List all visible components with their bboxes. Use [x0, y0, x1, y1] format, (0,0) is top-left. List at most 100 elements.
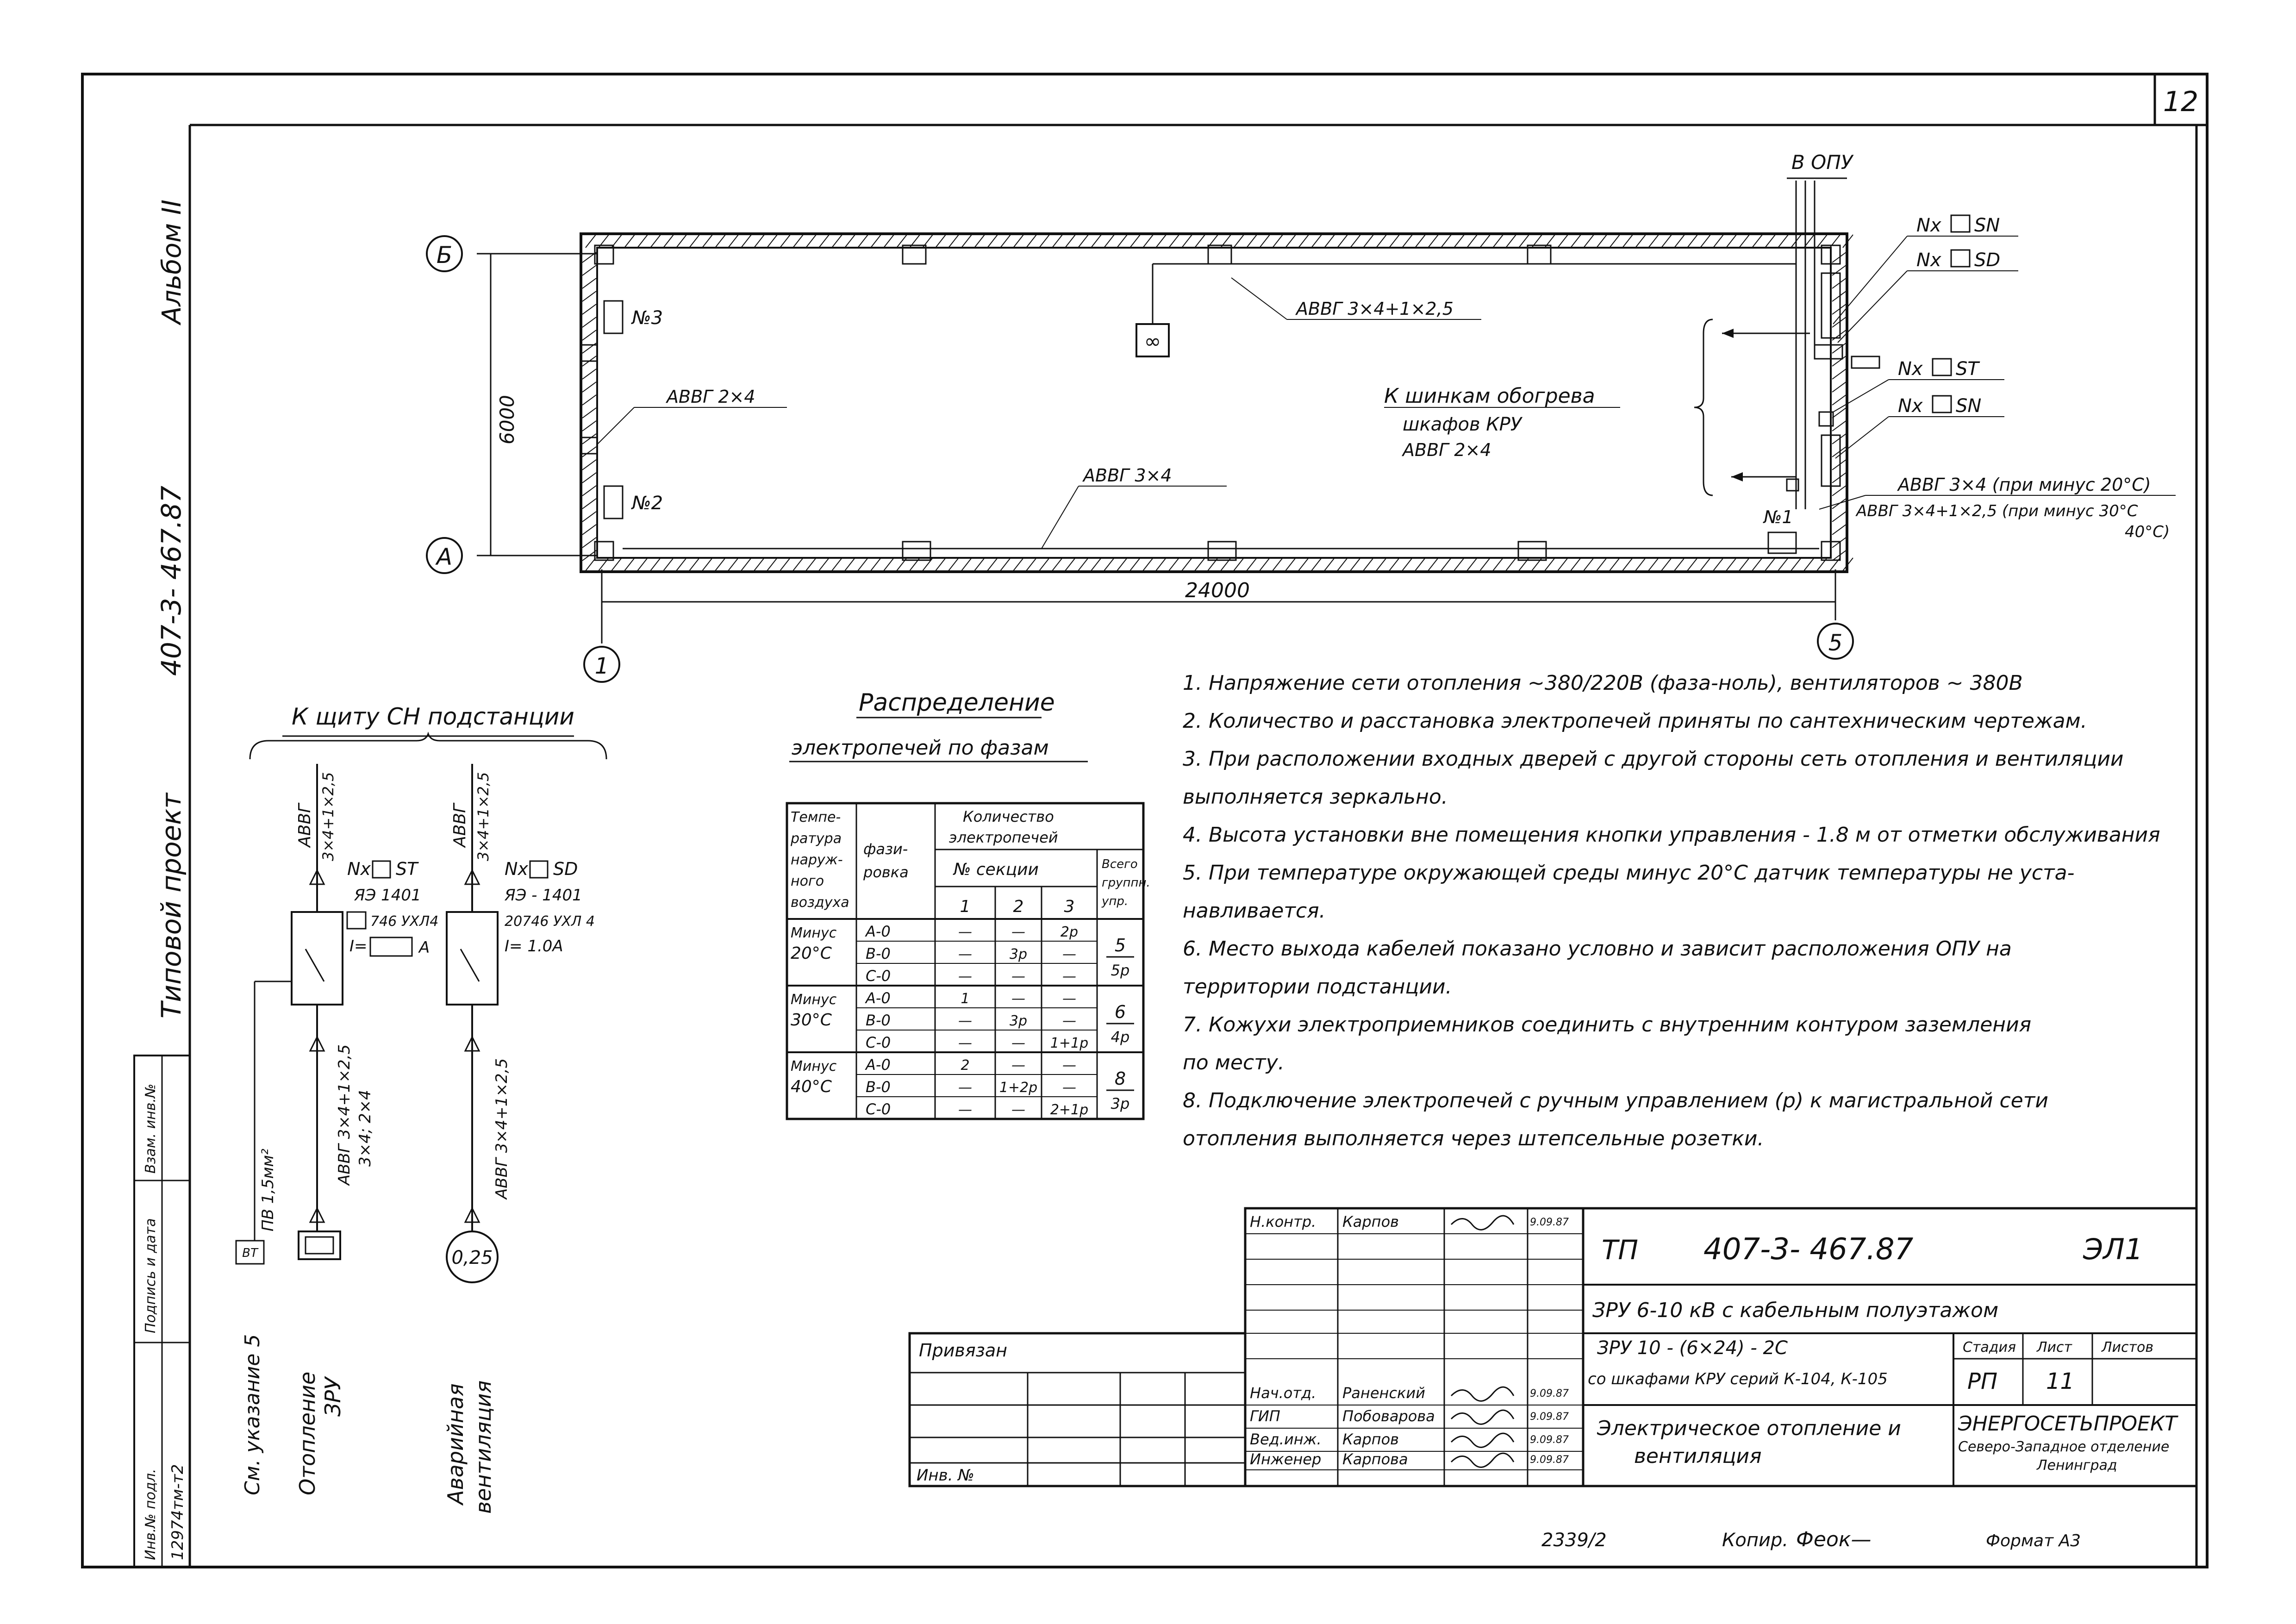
sig-name-1: Раненский [1342, 1384, 1425, 1402]
scheme-load-cable-2: 3×4; 2×4 [356, 1090, 374, 1167]
axis-a-bubble [426, 537, 463, 574]
list-label: Лист [2036, 1339, 2073, 1355]
to-opu-label: В ОПУ [1791, 151, 1854, 174]
scheme-load-cable-1: АВВГ 3×4+1×2,5 [335, 1044, 354, 1186]
sheet-number-box [2153, 73, 2209, 126]
axis-a-label: А [435, 543, 452, 570]
note-line-6: навливается. [1183, 899, 1326, 923]
heating-load [298, 1230, 341, 1260]
tp-label: ТП [1602, 1234, 1638, 1266]
th-temp-0: Темпе- [791, 809, 841, 825]
th-temp-3: ного [791, 873, 824, 889]
note-line-12: отопления выполняется через штепсельные … [1183, 1127, 1764, 1150]
td-c2-0-2: — [1011, 968, 1025, 985]
sig-role-3: Вед.инж. [1250, 1430, 1322, 1448]
org-sub-2: Ленинград [2036, 1457, 2117, 1474]
th-total-2: упр. [1101, 894, 1128, 908]
title-block: Привязан Инв. № ТП 407-3- 467.87 ЭЛ1 ЗРУ… [908, 1207, 2198, 1487]
table-outline [786, 802, 1145, 1120]
note-line-1: 2. Количество и расстановка электропечей… [1183, 709, 2087, 733]
sig-name-3: Карпов [1342, 1430, 1399, 1448]
th-temp-2: наруж- [791, 852, 843, 868]
footer-kopir: Копир. [1722, 1530, 1788, 1551]
power-scheme: К щиту СН подстанции АВВГ 3×4+1×2,5 ВТ П… [235, 703, 607, 1514]
td-ph-2-2: С-0 [866, 1100, 891, 1118]
axis-5-label: 5 [1828, 630, 1843, 656]
td-ph-0-2: С-0 [866, 967, 891, 985]
scheme-spec1: 746 УХЛ4 [370, 913, 438, 930]
td-c3-0-2: — [1062, 968, 1076, 985]
td-c1-0-2: — [958, 968, 972, 985]
td-c1-1-0: 1 [961, 991, 969, 1007]
scheme-cable-a-spec: 3×4+1×2,5 [319, 772, 337, 861]
td-ph-0-1: В-0 [866, 945, 891, 962]
td-ph-1-0: А-0 [865, 989, 891, 1007]
td-temp-0-1: 20°С [791, 944, 832, 963]
td-temp-2-1: 40°С [791, 1077, 832, 1096]
sig-date-3: 9.09.87 [1530, 1434, 1569, 1446]
td-c1-1-1: — [958, 1013, 972, 1029]
td-temp-0-0: Минус [791, 925, 837, 941]
stamp-label-vzam: Взам. инв.№ [143, 1084, 159, 1174]
switch-box-a [291, 911, 343, 1006]
td-c1-2-1: — [958, 1080, 972, 1096]
sig-name-4: Карпова [1342, 1450, 1408, 1468]
axis-b-bubble [426, 235, 463, 272]
label-heating-1: Отопление [295, 1372, 320, 1495]
td-ph-2-1: В-0 [866, 1078, 891, 1096]
fan-symbol [1136, 323, 1170, 357]
td-c2-1-0: — [1011, 991, 1025, 1007]
td-total-2: 8 [1115, 1068, 1126, 1089]
scheme-nx1: Nx [347, 859, 371, 879]
td-c2-2-2: — [1011, 1102, 1025, 1118]
sig-date-0: 9.09.87 [1530, 1217, 1569, 1228]
footer-kopir-signature: Феок— [1796, 1528, 1871, 1551]
svg-text:∞: ∞ [1144, 330, 1161, 353]
signature-0 [1450, 1215, 1515, 1230]
td-c1-0-1: — [958, 946, 972, 962]
td-total-r-2: 3р [1111, 1095, 1130, 1112]
scheme-i1-unit: А [418, 938, 430, 957]
scheme-vent-cable: АВВГ 3×4+1×2,5 [493, 1058, 511, 1200]
scheme-ya2: ЯЭ - 1401 [504, 886, 582, 905]
th-phase-0: фази- [863, 840, 908, 858]
td-ph-1-1: В-0 [866, 1012, 891, 1029]
td-c3-0-1: — [1062, 946, 1076, 962]
object-sub-2: со шкафами КРУ серий К-104, К-105 [1588, 1370, 1888, 1388]
td-c3-2-2: 2+1р [1050, 1102, 1088, 1118]
axis-1-bubble [583, 646, 620, 683]
td-temp-2-0: Минус [791, 1058, 837, 1074]
nx-sn-label: SN [1956, 395, 1981, 417]
heater-2-label: №2 [631, 493, 663, 514]
td-c2-2-1: 1+2р [999, 1080, 1037, 1096]
axis-1-label: 1 [595, 653, 609, 679]
vent-motor-symbol [446, 1230, 499, 1283]
th-qty-1: электропечей [949, 829, 1058, 846]
nx-sn-top-prefix: Nx [1916, 215, 1941, 236]
sig-role-1: Нач.отд. [1250, 1384, 1316, 1402]
note-line-9: 7. Кожухи электроприемников соединить с … [1183, 1013, 2031, 1037]
cable-right-label-3: 40°С) [2125, 523, 2170, 541]
stamp-value: 12974тм-т2 [168, 1464, 187, 1560]
th-phase-1: ровка [863, 863, 909, 881]
signature-2 [1450, 1409, 1515, 1425]
stadia-value: РП [1967, 1368, 1997, 1394]
note-line-3: выполняется зеркально. [1183, 785, 1448, 809]
kru-heating-line-1: К шинкам обогрева [1384, 384, 1595, 408]
nx-st-prefix: Nx [1898, 358, 1923, 380]
note-line-8: территории подстанции. [1183, 975, 1452, 999]
scheme-ya1: ЯЭ 1401 [354, 886, 421, 905]
stamp-label-signature: Подпись и дата [143, 1218, 159, 1334]
vent-power: 0,25 [451, 1247, 493, 1268]
signature-4 [1450, 1452, 1515, 1468]
cable-top-label: АВВГ 3×4+1×2,5 [1295, 299, 1454, 319]
th-total-1: группн. [1102, 876, 1150, 890]
td-ph-1-2: С-0 [866, 1034, 891, 1051]
footer-number: 2339/2 [1541, 1530, 1607, 1551]
td-c3-2-1: — [1062, 1080, 1076, 1096]
scheme-cable-a: АВВГ [295, 802, 314, 848]
note-line-11: 8. Подключение электропечей с ручным упр… [1183, 1089, 2048, 1112]
scheme-spec2: 20746 УХЛ 4 [505, 913, 595, 930]
td-c2-2-0: — [1011, 1057, 1025, 1074]
stamp-label-inv-podl: Инв.№ подл. [143, 1469, 159, 1560]
